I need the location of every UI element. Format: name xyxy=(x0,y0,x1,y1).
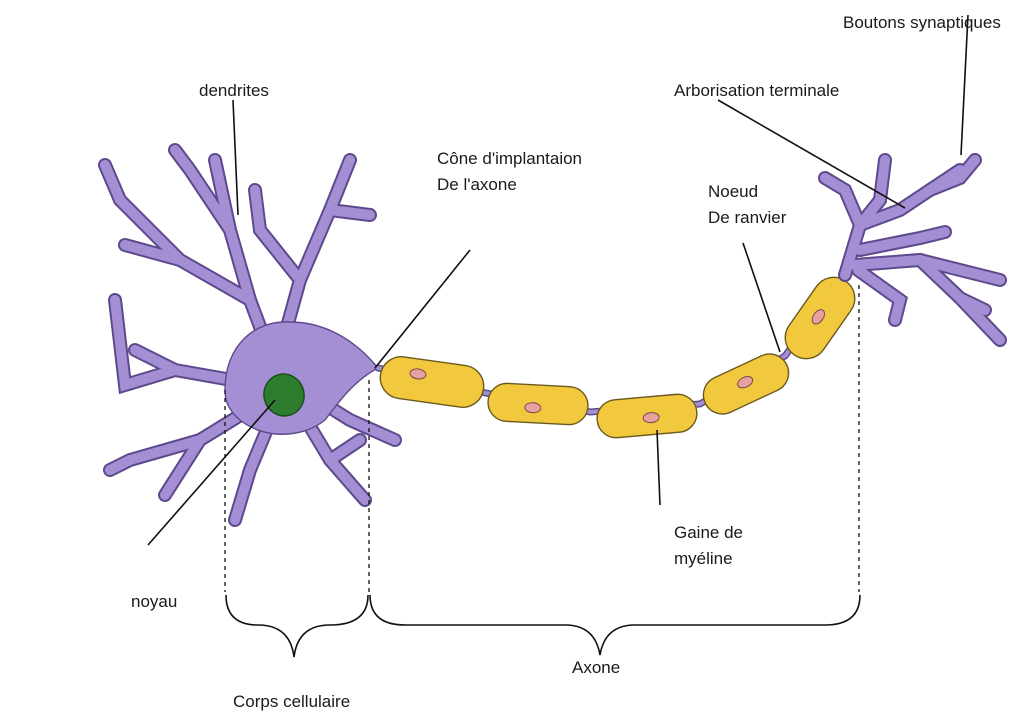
leader-noeud xyxy=(742,242,781,353)
leader-cone xyxy=(374,249,471,369)
terminal-arborisation xyxy=(818,153,1007,347)
label-cone-implantation: Cône d'implantaion De l'axone xyxy=(437,146,582,198)
label-noeud-line2: De ranvier xyxy=(708,208,787,227)
label-gaine-line2: myéline xyxy=(674,549,733,568)
leader-gaine xyxy=(656,429,661,506)
brace-corps-cellulaire xyxy=(225,594,369,658)
nucleus xyxy=(263,373,305,417)
label-gaine-myeline: Gaine de myéline xyxy=(674,520,743,572)
brace-axone xyxy=(369,594,861,656)
label-corps-cellulaire: Corps cellulaire xyxy=(233,692,351,711)
dashed-guides xyxy=(224,285,860,592)
leader-arborisation xyxy=(717,99,906,209)
label-axone: Axone xyxy=(572,658,621,677)
label-cone-line2: De l'axone xyxy=(437,175,517,194)
myelin-sheath xyxy=(379,276,856,439)
label-dendrites: dendrites xyxy=(199,81,269,100)
label-cone-line1: Cône d'implantaion xyxy=(437,149,583,168)
label-noeud-line1: Noeud xyxy=(708,182,759,201)
leader-boutons xyxy=(960,14,969,156)
label-gaine-line1: Gaine de xyxy=(674,523,743,542)
label-noeud-ranvier: Noeud De ranvier xyxy=(708,179,786,231)
leader-lines xyxy=(147,14,969,546)
leader-noyau xyxy=(147,399,276,546)
label-boutons-synaptiques: Boutons synaptiques xyxy=(843,13,1001,32)
leader-dendrites xyxy=(232,99,239,216)
label-arborisation-terminale: Arborisation terminale xyxy=(674,81,840,100)
cell-body xyxy=(98,143,402,527)
label-noyau: noyau xyxy=(131,592,178,611)
